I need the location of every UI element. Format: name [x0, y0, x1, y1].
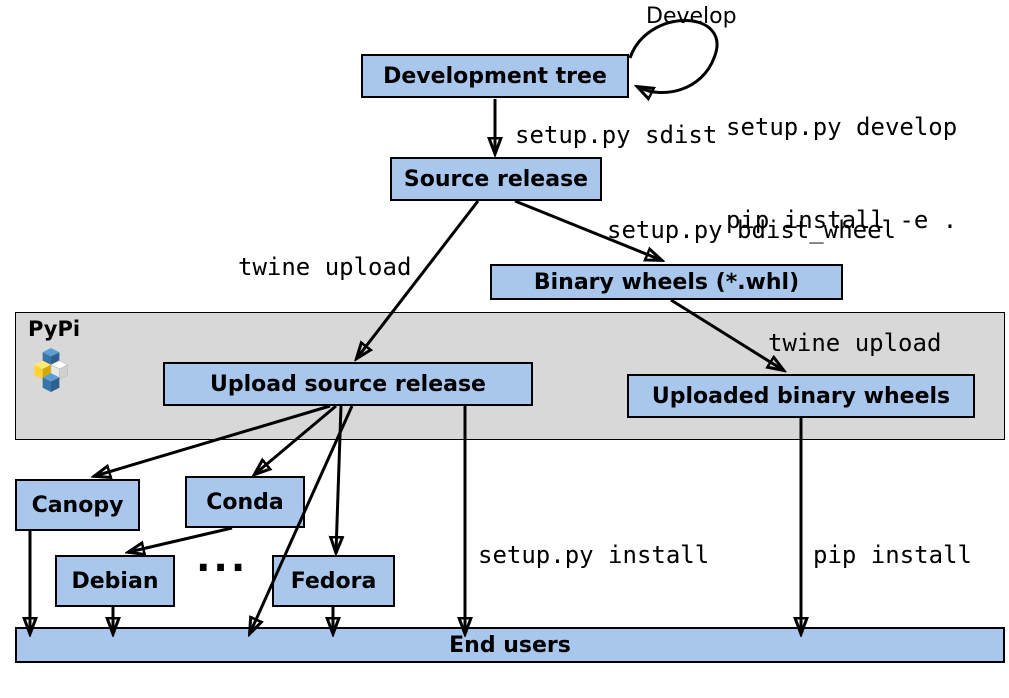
label-ellipsis: ...: [196, 536, 249, 580]
node-fedora: Fedora: [272, 555, 395, 607]
label-develop: Develop: [646, 4, 737, 29]
pypi-logo-icon: [34, 348, 69, 392]
label-setup-install: setup.py install: [478, 541, 710, 569]
label-twine-upload-wheels: twine upload: [768, 329, 942, 357]
node-end-users: End users: [15, 627, 1005, 663]
label-pip-install-editable: pip install -e .: [726, 206, 958, 234]
label-develop-commands: setup.py develop pip install -e .: [726, 50, 957, 298]
label-setup-sdist: setup.py sdist: [515, 121, 718, 149]
node-upload-source-release: Upload source release: [163, 362, 533, 406]
label-setup-bdist-wheel: setup.py bdist_wheel: [607, 216, 896, 244]
label-setup-develop: setup.py develop: [726, 113, 958, 141]
node-debian: Debian: [55, 555, 175, 607]
node-binary-wheels: Binary wheels (*.whl): [490, 264, 843, 300]
node-uploaded-binary-wheels: Uploaded binary wheels: [627, 374, 975, 418]
node-canopy: Canopy: [15, 479, 140, 531]
label-pip-install: pip install: [813, 541, 972, 569]
node-conda: Conda: [185, 476, 305, 528]
pypi-band-label: PyPi: [28, 317, 81, 341]
node-source-release: Source release: [390, 157, 602, 201]
label-twine-upload-source: twine upload: [238, 253, 412, 281]
node-development-tree: Development tree: [361, 54, 629, 98]
edge-develop-loop: [628, 19, 719, 92]
